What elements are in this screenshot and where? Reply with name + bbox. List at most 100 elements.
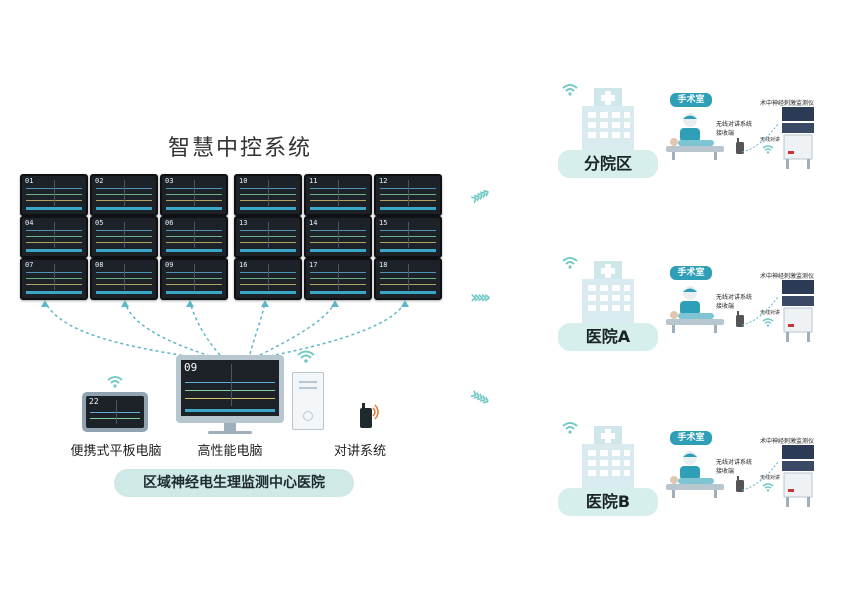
wall-monitor: 14 [304,216,372,258]
walkie-talkie-icon [736,476,744,492]
pc-monitor: 09 [176,355,284,423]
operating-room-badge: 手术室 [670,93,712,107]
hospital-name: 医院A [558,323,658,351]
wall-monitor: 12 [374,174,442,216]
arrow-head-icon [186,300,194,307]
dashed-link [741,123,779,153]
wall-monitor: 01 [20,174,88,216]
wifi-icon [297,350,315,363]
wall-monitor: 17 [304,258,372,300]
wall-monitor: 18 [374,258,442,300]
monitor-number: 03 [165,177,174,185]
system-title: 智慧中控系统 [167,136,312,161]
tablet-screen-number: 22 [89,397,99,406]
hospital-name: 分院区 [558,150,658,178]
dashed-link [124,301,211,357]
wall-monitor: 05 [90,216,158,258]
intercom-small-label: 无线对讲 [760,137,781,143]
surgeon-icon [666,286,724,333]
monitor-cart-icon [782,107,814,169]
monitor-number: 11 [309,177,318,185]
intercom-label: 对讲系统 [333,444,386,459]
dashed-link [741,296,779,326]
intercom-small-label: 无线对讲 [760,310,781,316]
wall-monitor: 09 [160,258,228,300]
arrow-head-icon [331,300,339,307]
wall-monitor: 13 [234,216,302,258]
monitor-number: 13 [239,219,248,227]
surgeon-icon [666,451,724,498]
intercom-small-label: 无线对讲 [760,475,781,481]
center-screen-number: 09 [184,361,198,374]
monitor-number: 09 [165,261,174,269]
dashed-link [269,301,406,357]
dashed-link [259,301,336,356]
hospital-building-icon [582,426,634,488]
wall-monitor: 08 [90,258,158,300]
operating-room-badge: 手术室 [670,266,712,280]
receiver-label: 无线对讲系统 接收端 [716,459,753,475]
monitor-number: 15 [379,219,388,227]
monitor-number: 01 [25,177,34,185]
monitor-number: 07 [25,261,34,269]
wall-monitor: 10 [234,174,302,216]
arrow-head-icon [261,300,269,307]
monitor-cart-icon [782,445,814,507]
wall-monitor: 07 [20,258,88,300]
arrow-head-icon [401,300,409,307]
monitor-device-label: 术中神经刺激监测仪 [760,438,815,445]
hospital-building-icon [582,88,634,150]
wall-monitor: 15 [374,216,442,258]
wall-monitor: 16 [234,258,302,300]
dashed-link [249,301,266,355]
monitor-number: 02 [95,177,104,185]
monitor-number: 16 [239,261,248,269]
dashed-link [189,301,221,356]
wall-monitor: 04 [20,216,88,258]
dashed-link [44,301,201,359]
monitor-number: 06 [165,219,174,227]
monitor-number: 18 [379,261,388,269]
wifi-icon [562,84,578,96]
wall-monitor: 11 [304,174,372,216]
monitor-number: 04 [25,219,34,227]
wifi-icon [562,422,578,434]
wifi-icon [762,318,774,327]
wifi-icon [107,376,123,388]
walkie-talkie-icon [360,403,379,428]
center-hospital-label: 区域神经电生理监测中心医院 [114,469,354,497]
monitor-device-label: 术中神经刺激监测仪 [760,100,815,107]
monitor-number: 12 [379,177,388,185]
wall-monitor: 06 [160,216,228,258]
monitor-number: 05 [95,219,104,227]
monitor-number: 08 [95,261,104,269]
surgeon-icon [666,113,724,160]
arrow-head-icon [41,300,49,307]
wifi-icon [762,483,774,492]
operating-room-badge: 手术室 [670,431,712,445]
monitor-device-label: 术中神经刺激监测仪 [760,273,815,280]
dashed-link [741,461,779,491]
hospital-name: 医院B [558,488,658,516]
monitor-base [208,431,252,434]
monitor-cart-icon [782,280,814,342]
chevron-arrow-icon: ››››› [470,287,491,308]
monitor-number: 14 [309,219,318,227]
walkie-talkie-icon [736,311,744,327]
wall-monitor: 03 [160,174,228,216]
arrow-head-icon [121,300,129,307]
receiver-label: 无线对讲系统 接收端 [716,294,753,310]
monitor-stand [224,423,236,431]
walkie-talkie-icon [736,138,744,154]
hospital-building-icon [582,261,634,323]
wifi-icon [562,257,578,269]
tablet-label: 便携式平板电脑 [70,444,162,459]
wifi-icon [762,145,774,154]
monitor-number: 10 [239,177,248,185]
monitor-number: 17 [309,261,318,269]
pc-label: 高性能电脑 [197,444,263,459]
pc-tower-icon [292,372,324,430]
wall-monitor: 02 [90,174,158,216]
receiver-label: 无线对讲系统 接收端 [716,121,753,137]
